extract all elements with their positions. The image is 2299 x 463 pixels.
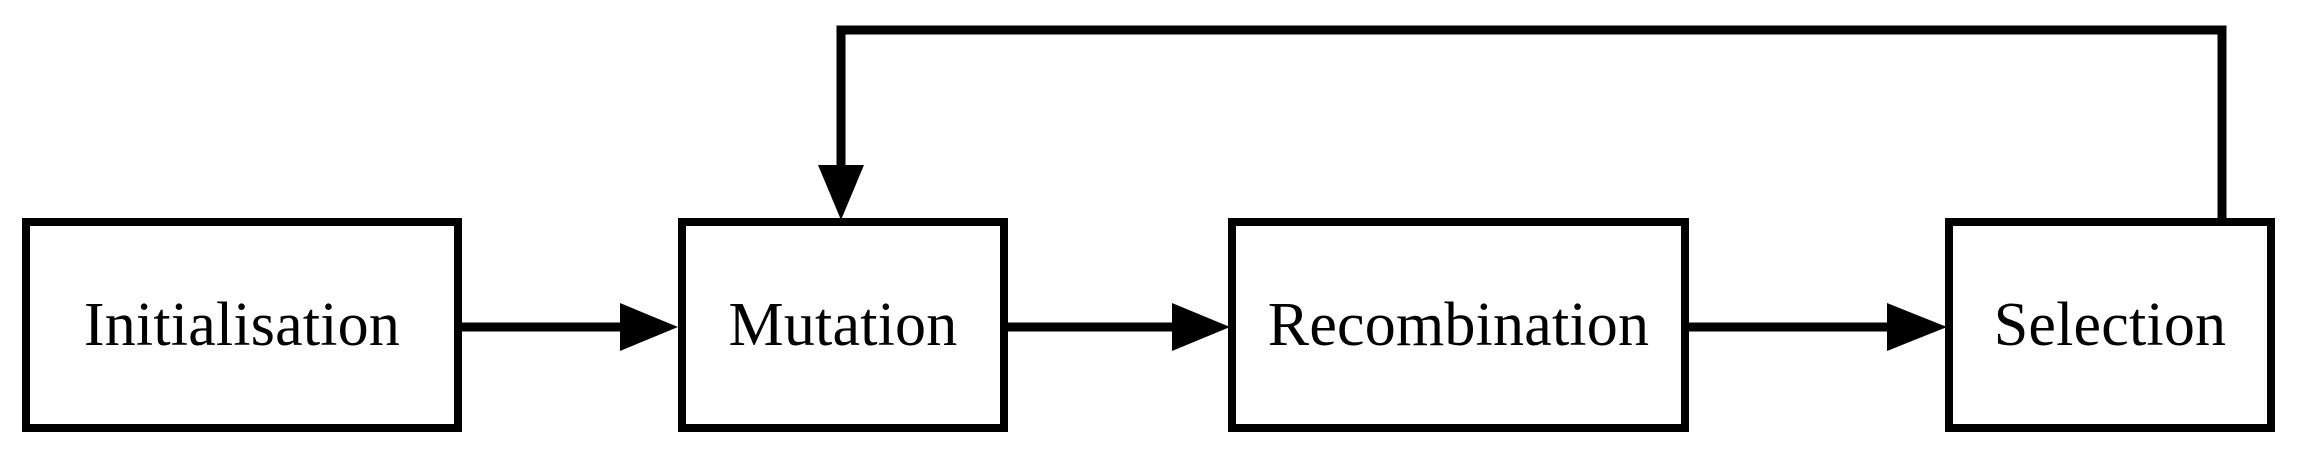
- edge-mutation-recombination: [1008, 303, 1230, 351]
- node-box-selection[interactable]: [1945, 218, 2275, 432]
- node-box-mutation[interactable]: [678, 218, 1008, 432]
- arrowhead-icon: [818, 165, 864, 220]
- node-box-initialisation[interactable]: [22, 218, 462, 432]
- arrowhead-icon: [1887, 303, 1947, 351]
- arrowhead-icon: [1172, 303, 1230, 351]
- edge-initialisation-mutation: [462, 303, 678, 351]
- node-box-recombination[interactable]: [1228, 218, 1689, 432]
- feedback-edge-line: [836, 25, 2227, 222]
- edge-recombination-selection: [1687, 303, 1947, 351]
- arrowhead-icon: [620, 303, 678, 351]
- edge-selection-mutation-feedback: [818, 25, 2227, 222]
